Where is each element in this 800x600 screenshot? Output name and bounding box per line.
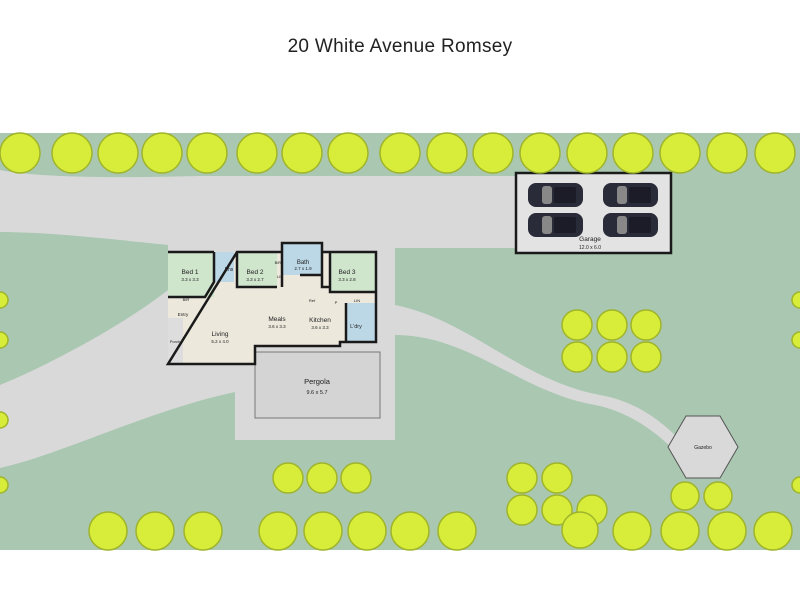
bed1-size: 3.3 x 3.3: [181, 277, 199, 282]
bath-size: 2.7 x 1.9: [294, 266, 312, 271]
gazebo-label: Gazebo: [694, 445, 712, 451]
tree-icon: [706, 132, 748, 174]
lin2-label: LIN: [354, 298, 360, 303]
tree-icon: [566, 132, 608, 174]
car-icon: [528, 213, 583, 237]
car-icon: [603, 183, 658, 207]
bed3-size: 3.3 x 2.8: [338, 277, 356, 282]
tree-icon: [236, 132, 278, 174]
tree-icon: [596, 309, 628, 341]
tree-icon: [561, 341, 593, 373]
tree-icon: [612, 132, 654, 174]
tree-icon: [472, 132, 514, 174]
tree-icon: [630, 341, 662, 373]
ens-label: Ens: [225, 267, 234, 273]
tree-icon: [340, 462, 372, 494]
bath-label: Bath: [297, 260, 309, 266]
plan-title: 20 White Avenue Romsey: [287, 36, 513, 57]
entry-label: Entry: [178, 312, 189, 317]
tree-icon: [0, 476, 9, 494]
tree-icon: [659, 132, 701, 174]
tree-icon: [0, 331, 9, 349]
tree-icon: [141, 132, 183, 174]
lin1-label: LIN: [277, 274, 283, 279]
tree-icon: [791, 476, 800, 494]
tree-icon: [506, 494, 538, 526]
tree-icon: [0, 411, 9, 429]
ref-label: Ref: [309, 298, 316, 303]
tree-icon: [596, 341, 628, 373]
bed2-size: 3.3 x 2.7: [246, 277, 264, 282]
tree-icon: [0, 291, 9, 309]
tree-icon: [303, 511, 343, 551]
meals-size: 3.6 x 3.3: [268, 324, 286, 329]
tree-icon: [612, 511, 652, 551]
pergola: [254, 351, 381, 419]
tree-icon: [327, 132, 369, 174]
car-icon: [528, 183, 583, 207]
bed2-label: Bed 2: [247, 269, 264, 276]
tree-icon: [0, 132, 41, 174]
tree-icon: [703, 481, 733, 511]
garage-size: 12.0 x 6.0: [579, 245, 601, 251]
tree-icon: [437, 511, 477, 551]
tree-icon: [791, 331, 800, 349]
living-label: Living: [212, 331, 229, 338]
laundry-label: L'dry: [350, 324, 362, 330]
house: [165, 241, 378, 366]
tree-icon: [347, 511, 387, 551]
pergola-label: Pergola: [304, 377, 331, 386]
tree-icon: [281, 132, 323, 174]
kitchen-size: 3.6 x 3.3: [311, 325, 329, 330]
tree-icon: [135, 511, 175, 551]
tree-icon: [306, 462, 338, 494]
pantry-label: P: [335, 300, 338, 305]
pergola-size: 9.6 x 5.7: [306, 390, 327, 396]
trees: [0, 132, 800, 551]
tree-icon: [519, 132, 561, 174]
tree-icon: [51, 132, 93, 174]
tree-icon: [506, 462, 538, 494]
tree-icon: [88, 511, 128, 551]
tree-icon: [272, 462, 304, 494]
tree-icon: [258, 511, 298, 551]
tree-icon: [670, 481, 700, 511]
tree-icon: [541, 494, 573, 526]
tree-icon: [707, 511, 747, 551]
tree-icon: [630, 309, 662, 341]
meals-label: Meals: [268, 316, 286, 323]
bir1-label: BIR: [183, 297, 190, 302]
garage-label: Garage: [579, 236, 601, 243]
tree-icon: [97, 132, 139, 174]
tree-icon: [791, 291, 800, 309]
tree-icon: [390, 511, 430, 551]
tree-icon: [379, 132, 421, 174]
kitchen-label: Kitchen: [309, 317, 331, 324]
cars: [528, 183, 658, 237]
tree-icon: [660, 511, 700, 551]
porch-label: Porch: [170, 339, 180, 344]
tree-icon: [186, 132, 228, 174]
living-size: 5.2 x 4.0: [211, 339, 229, 344]
tree-icon: [561, 309, 593, 341]
tree-icon: [183, 511, 223, 551]
tree-icon: [754, 132, 796, 174]
tree-icon: [753, 511, 793, 551]
bed3-label: Bed 3: [339, 269, 356, 276]
tree-icon: [426, 132, 468, 174]
bir2-label: BIR: [275, 260, 282, 265]
car-icon: [603, 213, 658, 237]
tree-icon: [561, 511, 599, 549]
gazebo: [667, 415, 739, 479]
tree-icon: [541, 462, 573, 494]
bed1-label: Bed 1: [182, 269, 199, 276]
